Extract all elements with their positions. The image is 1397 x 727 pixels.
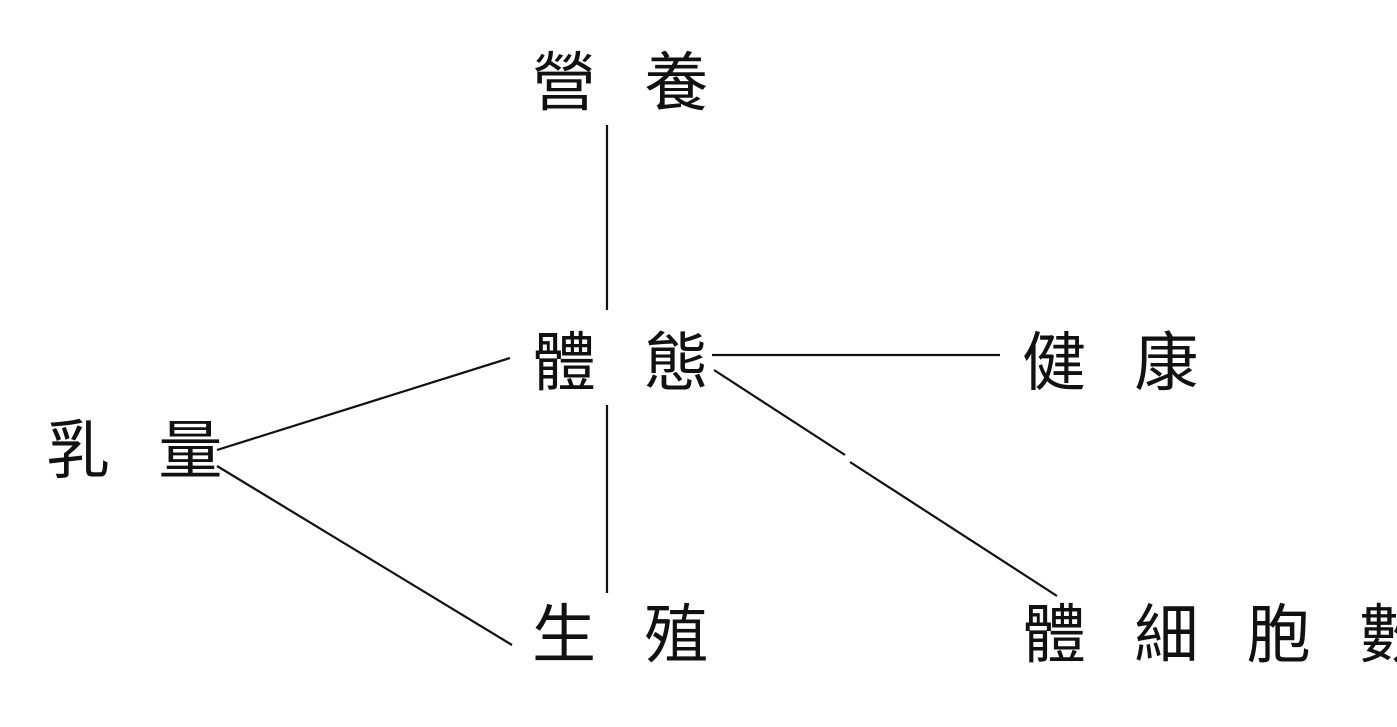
node-somatic-cell-count: 體 細 胞 數 (1022, 599, 1397, 673)
node-health: 健 康 (1022, 327, 1213, 401)
edge-body-somatic-b (849, 461, 1058, 597)
edge-milk-reproduction (216, 465, 513, 646)
edge-milk-body (216, 356, 511, 452)
node-nutrition: 營 養 (532, 47, 723, 121)
node-milk-yield: 乳 量 (46, 415, 237, 489)
node-reproduction: 生 殖 (532, 599, 723, 673)
edge-body-somatic-a (713, 369, 846, 456)
node-body-condition: 體 態 (532, 327, 723, 401)
